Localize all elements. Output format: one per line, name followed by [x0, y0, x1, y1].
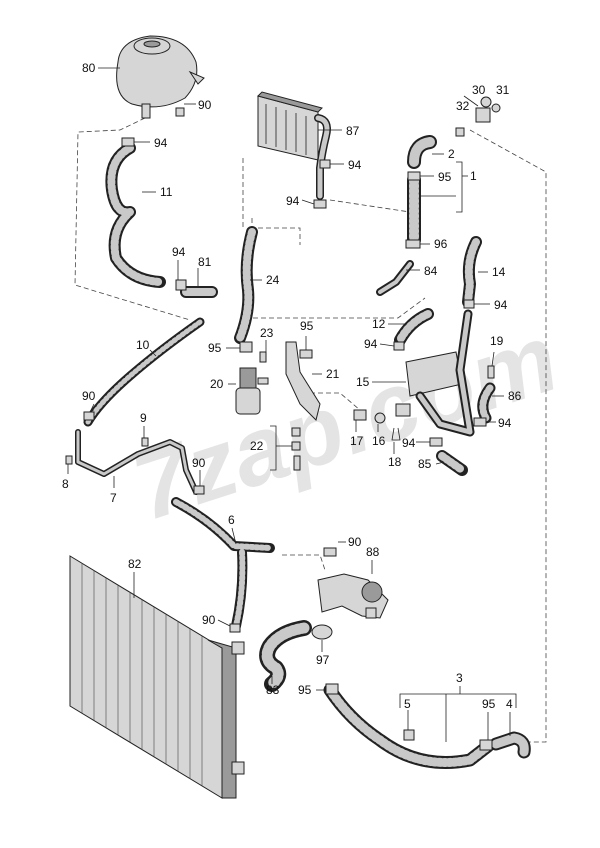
- callout-10: 10: [136, 338, 150, 352]
- callout-95: 95: [298, 683, 312, 697]
- hose-85: [436, 450, 468, 476]
- callout-95: 95: [208, 341, 222, 355]
- dashed-connection-lines: [74, 117, 547, 743]
- callout-94: 94: [494, 298, 508, 312]
- callout-97: 97: [316, 653, 330, 667]
- callout-18: 18: [388, 455, 402, 469]
- callout-20: 20: [210, 377, 224, 391]
- callout-82: 82: [128, 557, 142, 571]
- callout-8: 8: [62, 477, 69, 491]
- callout-95: 95: [482, 697, 496, 711]
- callout-5: 5: [404, 697, 411, 711]
- callout-95: 95: [438, 170, 452, 184]
- callout-94: 94: [364, 337, 378, 351]
- callout-90: 90: [202, 613, 216, 627]
- hose-10: [83, 317, 205, 427]
- callout-94: 94: [498, 416, 512, 430]
- callout-16: 16: [372, 434, 386, 448]
- pipe-assembly-15: [395, 309, 475, 437]
- callout-96: 96: [434, 237, 448, 251]
- callout-2: 2: [448, 147, 455, 161]
- callout-80: 80: [82, 61, 96, 75]
- callout-90: 90: [192, 456, 206, 470]
- coolant-pump: [235, 367, 269, 415]
- small-parts: [65, 96, 501, 751]
- callout-31: 31: [496, 83, 510, 97]
- coolant-housing: [317, 573, 389, 619]
- callout-22: 22: [250, 439, 264, 453]
- expansion-tank: [116, 35, 205, 119]
- hose-14: [462, 236, 482, 308]
- hose-83: [259, 620, 312, 692]
- callout-6: 6: [228, 513, 235, 527]
- hose-3: [323, 683, 495, 769]
- callout-9: 9: [140, 411, 147, 425]
- callout-90: 90: [198, 98, 212, 112]
- leader-lines: [67, 67, 517, 742]
- callout-94: 94: [402, 436, 416, 450]
- elbow-4: [489, 731, 531, 759]
- connection-97: [311, 624, 333, 640]
- callout-83: 83: [266, 683, 280, 697]
- callout-85: 85: [418, 457, 432, 471]
- elbow-2: [407, 135, 437, 169]
- callout-23: 23: [260, 326, 274, 340]
- callout-24: 24: [266, 273, 280, 287]
- callout-3: 3: [456, 671, 463, 685]
- callout-94: 94: [172, 245, 186, 259]
- callout-21: 21: [326, 367, 340, 381]
- callout-94: 94: [348, 158, 362, 172]
- callout-94: 94: [154, 136, 168, 150]
- callout-84: 84: [424, 264, 438, 278]
- callout-labels: 80 90 94 11 94 81 87 94 94 24 30 31 32 2…: [62, 61, 522, 711]
- callout-7: 7: [110, 491, 117, 505]
- radiator: [69, 555, 245, 799]
- callout-11: 11: [160, 185, 173, 199]
- hose-24: [234, 226, 258, 344]
- callout-1: 1: [470, 169, 477, 183]
- heater-core: [257, 91, 331, 200]
- callout-90: 90: [348, 535, 362, 549]
- callout-12: 12: [372, 317, 386, 331]
- callout-81: 81: [198, 255, 212, 269]
- bracket-21: [285, 341, 321, 421]
- callout-86: 86: [508, 389, 522, 403]
- callout-88: 88: [366, 545, 380, 559]
- callout-90: 90: [82, 389, 96, 403]
- callout-95: 95: [300, 319, 314, 333]
- pipe-7: [75, 429, 199, 495]
- hose-6: [171, 497, 275, 631]
- callout-17: 17: [350, 434, 364, 448]
- pipe-84: [376, 260, 414, 296]
- callout-14: 14: [492, 265, 506, 279]
- callout-30: 30: [472, 83, 486, 97]
- hose-86: [477, 382, 496, 424]
- callout-32: 32: [456, 99, 470, 113]
- callout-15: 15: [356, 375, 370, 389]
- callout-87: 87: [346, 124, 360, 138]
- callout-4: 4: [506, 697, 513, 711]
- callout-19: 19: [490, 334, 504, 348]
- hose-11: [105, 142, 166, 288]
- hose-12: [394, 308, 434, 346]
- callout-94: 94: [286, 194, 300, 208]
